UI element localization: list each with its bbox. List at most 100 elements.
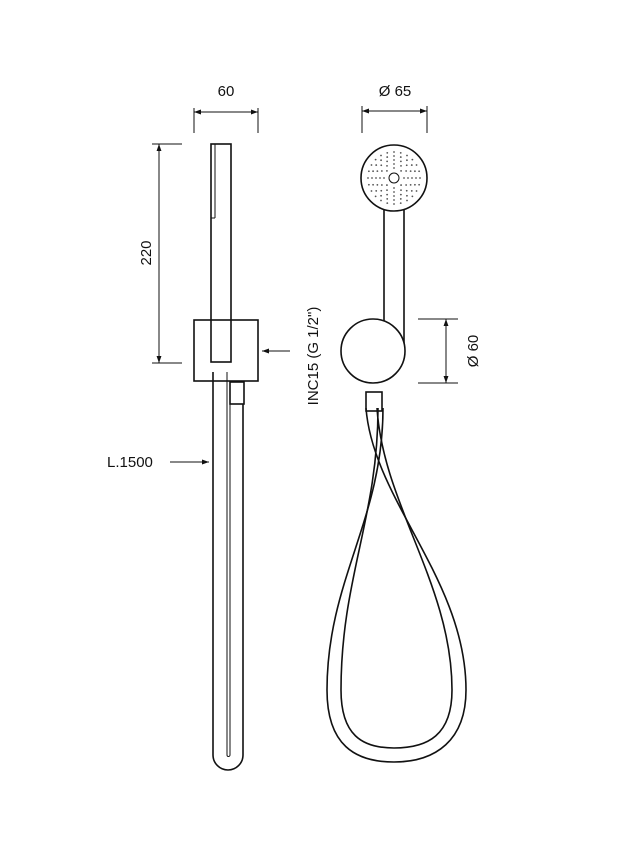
nozzle-dot [380, 170, 383, 172]
nozzle-dot [386, 156, 389, 158]
width-dimension-label: 60 [218, 83, 235, 100]
handshower-handle-side [210, 143, 232, 363]
nozzle-dot [418, 183, 421, 186]
nozzle-dot [380, 199, 382, 202]
nozzle-dot [419, 177, 421, 179]
nozzle-dot [386, 189, 388, 192]
nozzle-dot [386, 184, 388, 186]
nozzle-dot [374, 158, 377, 161]
nozzle-dot [399, 202, 402, 205]
nozzle-dot [409, 183, 412, 186]
nozzle-dot [386, 193, 389, 196]
nozzle-dot [371, 177, 373, 179]
nozzle-dot [386, 164, 388, 167]
nozzle-dot [411, 195, 414, 198]
nozzle-dot [367, 170, 370, 173]
nozzle-dot [411, 158, 414, 161]
nozzle-dot [367, 177, 369, 179]
nozzle-dot [406, 199, 408, 202]
nozzle-dot [415, 177, 417, 179]
side-view: 60 220 INC15 (G 1/2 [107, 83, 322, 771]
nozzle-dot [393, 159, 395, 161]
nozzle-dot [375, 164, 378, 166]
nozzle-dot [380, 159, 382, 162]
nozzle-dot [372, 183, 374, 186]
nozzle-dot [386, 198, 389, 200]
nozzle-dot [418, 170, 421, 173]
nozzle-dot [380, 194, 382, 197]
nozzle-dot [380, 184, 383, 186]
nozzle-dot [400, 170, 402, 172]
head-diameter-label: Ø 65 [379, 83, 412, 100]
nozzle-dot [393, 187, 395, 189]
nozzle-dot [400, 164, 402, 167]
nozzle-dot [375, 190, 378, 192]
nozzle-dot [410, 190, 413, 192]
nozzle-dot [386, 202, 389, 205]
hose-side [212, 372, 245, 771]
height-dimension: 220 [138, 143, 182, 364]
head-diameter-dimension: Ø 65 [361, 83, 428, 133]
wall-holder-side [193, 319, 259, 382]
front-view: Ø 65 Ø 60 [326, 83, 482, 763]
wall-holder-front [340, 318, 406, 384]
nozzle-dot [380, 189, 383, 192]
nozzle-dot [406, 194, 408, 197]
nozzle-dot [399, 193, 402, 196]
nozzle-dot [376, 183, 379, 186]
nozzle-dot [380, 154, 382, 157]
nozzle-dot [372, 170, 374, 173]
shower-head [360, 144, 428, 212]
nozzle-dot [406, 159, 408, 162]
nozzle-dot [379, 177, 381, 179]
hose-front [326, 391, 467, 763]
nozzle-dot [414, 183, 416, 186]
nozzle-dot [370, 190, 373, 192]
nozzle-dot [386, 170, 388, 172]
nozzle-dot [399, 160, 402, 163]
nozzle-dot [400, 184, 402, 186]
nozzle-dot [399, 156, 402, 158]
nozzle-dot [370, 164, 373, 166]
nozzle-dot [393, 191, 395, 193]
nozzle-dot [386, 160, 389, 163]
nozzle-dot [414, 170, 416, 173]
nozzle-dot [386, 151, 389, 154]
nozzle-dot [405, 184, 408, 186]
nozzle-dot [380, 164, 383, 167]
nozzle-dot [383, 177, 385, 179]
nozzle-dot [393, 151, 395, 153]
nozzle-dot [405, 189, 408, 192]
connection-label: INC15 (G 1/2") [305, 307, 322, 406]
nozzle-dot [393, 203, 395, 205]
nozzle-dot [375, 177, 377, 179]
nozzle-dot [405, 164, 408, 167]
nozzle-dot [410, 164, 413, 166]
nozzle-dot [411, 177, 413, 179]
nozzle-dot [393, 195, 395, 197]
nozzle-dot [374, 195, 377, 198]
holder-diameter-dimension: Ø 60 [418, 318, 482, 384]
nozzle-dot [415, 164, 418, 166]
nozzle-pattern [367, 151, 421, 205]
holder-diameter-label: Ø 60 [465, 335, 482, 368]
nozzle-dot [415, 190, 418, 192]
nozzle-dot [407, 177, 409, 179]
nozzle-dot [405, 170, 408, 172]
nozzle-dot [400, 189, 402, 192]
nozzle-dot [406, 154, 408, 157]
nozzle-dot [399, 198, 402, 200]
nozzle-dot [376, 170, 379, 173]
nozzle-dot [367, 183, 370, 186]
nozzle-dot [393, 199, 395, 201]
nozzle-dot [393, 167, 395, 169]
hose-length-label: L.1500 [107, 454, 153, 471]
nozzle-dot [399, 151, 402, 154]
nozzle-dot [403, 177, 405, 179]
nozzle-dot [393, 155, 395, 157]
nozzle-dot [393, 163, 395, 165]
width-dimension: 60 [193, 83, 259, 133]
nozzle-dot [409, 170, 412, 173]
height-dimension-label: 220 [138, 240, 155, 265]
